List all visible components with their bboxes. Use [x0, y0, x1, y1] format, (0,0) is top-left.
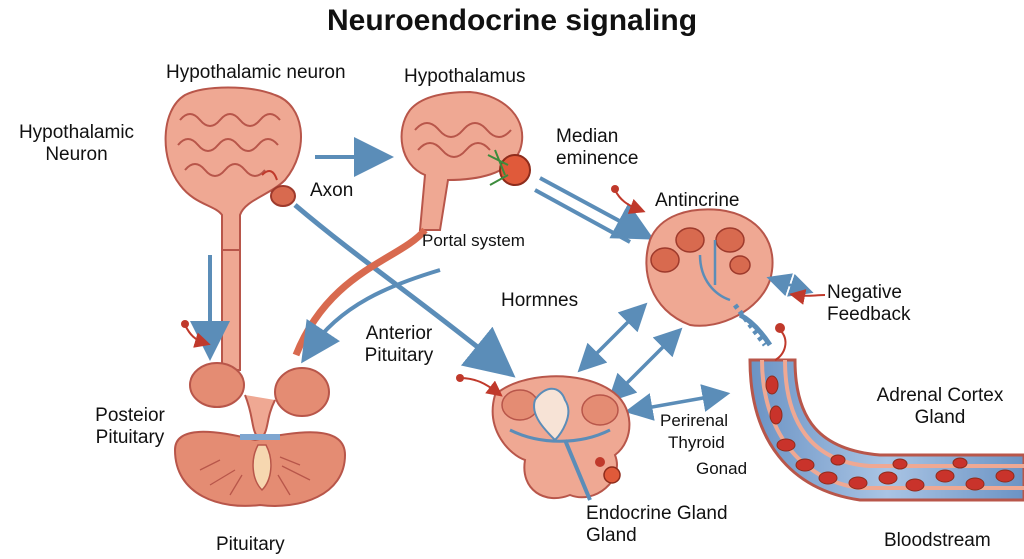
gland-node-2 [595, 457, 605, 467]
nerve-dot-antincrine [611, 185, 619, 193]
median-eminence-fibers [487, 149, 509, 186]
diagram-title: Neuroendocrine signaling [326, 4, 698, 37]
arrow-anterior-pituitary [301, 268, 441, 364]
arrow-median-to-antincrine-2 [534, 188, 631, 244]
axon-terminal [270, 185, 296, 207]
nerve-signal-feedback [789, 289, 826, 305]
label-antincrine: Antincrine [655, 190, 740, 211]
label-gonad: Gonad [696, 459, 748, 478]
median-eminence-node [499, 154, 531, 186]
label-bloodstream: Bloodstream [884, 530, 991, 551]
antincrine-gland [645, 208, 774, 327]
label-hypothalamic-neuron-top: Hypothalamic neuron [166, 62, 346, 83]
arrow-negative-feedback [766, 273, 814, 297]
neuron-stalk [221, 249, 241, 371]
label-hypothalamic-neuron-left: Hypothalamic Neuron [18, 122, 135, 165]
label-pituitary: Pituitary [216, 534, 285, 555]
axon-fiber [261, 170, 278, 181]
label-hormnes: Hormnes [501, 290, 579, 311]
pituitary-organ [173, 362, 347, 507]
label-negative-feedback: Negative Feedback [827, 282, 911, 325]
label-portal-system: Portal system [422, 231, 525, 250]
nerve-dot-gland [456, 374, 464, 382]
arrow-median-to-antincrine-1 [539, 176, 655, 240]
label-anterior-pituitary: Anterior Pituitary [364, 323, 434, 366]
label-adrenal-cortex-gland: Adrenal Cortex Gland [876, 385, 1004, 428]
duct-to-bloodstream [733, 303, 767, 347]
nerve-signal-left [184, 324, 211, 348]
label-perirenal: Perirenal [660, 411, 729, 430]
red-blood-cells [765, 375, 1015, 492]
arrow-perirenal [624, 384, 731, 421]
hypothalamus-organ [400, 90, 524, 231]
label-axon: Axon [310, 180, 354, 201]
arrow-hormones-2 [607, 327, 683, 403]
hypothalamic-neuron-brain [164, 86, 302, 251]
arrow-axon-to-gland [293, 203, 516, 378]
label-endocrine-gland: Endocrine Gland Gland [586, 503, 728, 546]
label-posteior-pituitary: Posteior Pituitary [95, 405, 165, 448]
nerve-signal-gland [459, 377, 503, 397]
arrow-hormones-1 [577, 302, 648, 373]
nerve-dot-left [181, 320, 189, 328]
label-hypothalamus: Hypothalamus [404, 66, 526, 87]
nerve-signal-antincrine [614, 189, 646, 214]
gland-node-1 [603, 466, 621, 484]
label-median-eminence: Median eminence [556, 126, 639, 169]
endocrine-gland-organ [491, 375, 631, 501]
label-thyroid: Thyroid [668, 433, 725, 452]
